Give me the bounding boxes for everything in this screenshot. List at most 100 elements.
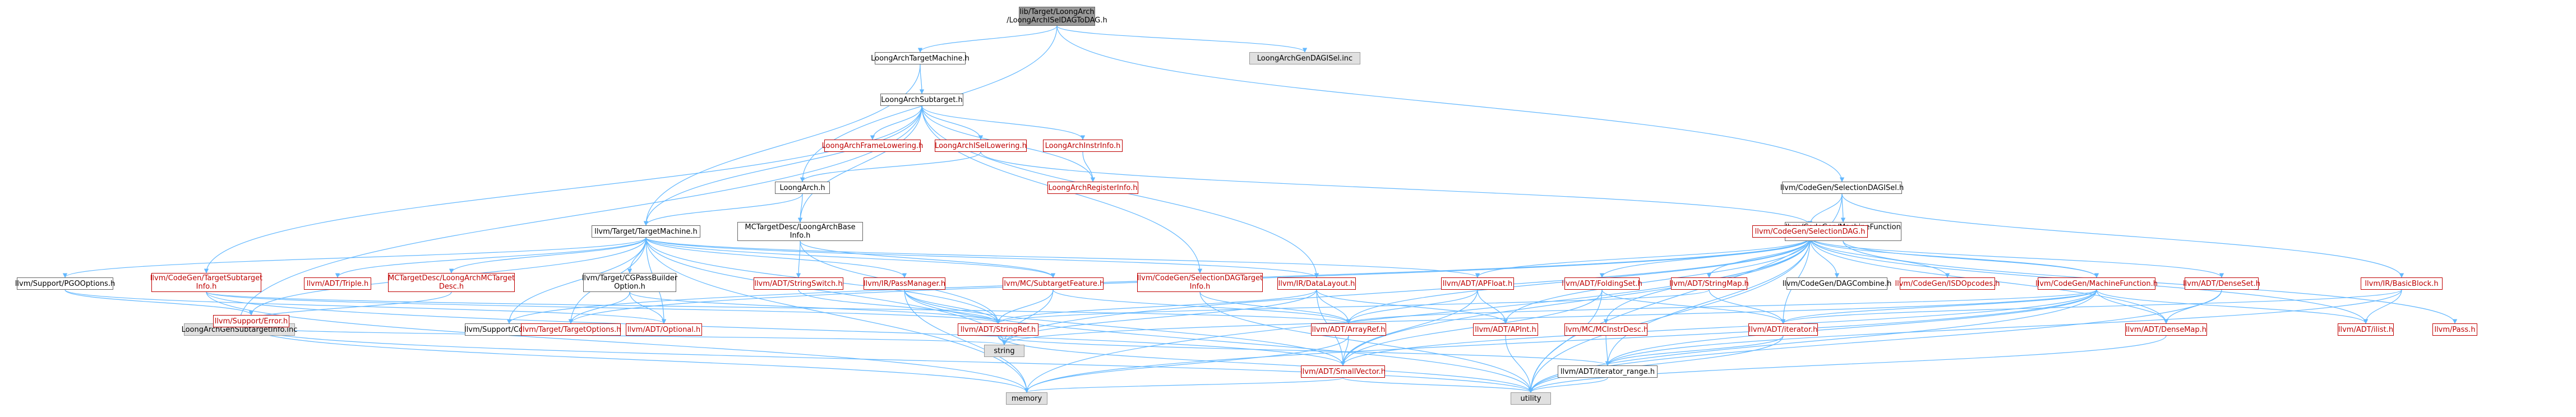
edge-fset-to-iter xyxy=(1601,289,1786,324)
graph-node-pm[interactable]: llvm/IR/PassManager.h xyxy=(864,277,945,290)
graph-node-sdti[interactable]: llvm/CodeGen/SelectionDAGTarget Info.h xyxy=(1137,273,1263,292)
edge-apfloat-to-aref xyxy=(1346,289,1478,324)
graph-node-pgo[interactable]: llvm/Support/PGOOptions.h xyxy=(15,277,115,290)
edge-tm-to-triple xyxy=(335,237,647,278)
edge-sdag-to-apfloat xyxy=(1475,237,1811,278)
edge-mf-to-dmap xyxy=(2096,289,2169,324)
graph-node-lgdisel[interactable]: LoongArchGenDAGISel.inc xyxy=(1249,52,1360,64)
graph-node-itrange[interactable]: llvm/ADT/iterator_range.h xyxy=(1558,365,1658,378)
graph-node-mcsf[interactable]: llvm/MC/SubtargetFeature.h xyxy=(1002,277,1104,290)
edge-sdag-to-fset xyxy=(1599,237,1811,278)
edge-tm-to-pgo xyxy=(63,237,647,278)
graph-node-tm[interactable]: llvm/Target/TargetMachine.h xyxy=(592,225,700,238)
graph-node-string[interactable]: string xyxy=(984,345,1024,357)
graph-node-dmap[interactable]: llvm/ADT/DenseMap.h xyxy=(2125,323,2207,336)
graph-node-lreg[interactable]: LoongArchRegisterInfo.h xyxy=(1047,182,1138,194)
graph-node-dl[interactable]: llvm/IR/DataLayout.h xyxy=(1277,277,1356,290)
edge-lst-to-lgsti xyxy=(237,105,922,324)
graph-node-lfl[interactable]: LoongArchFrameLowering.h xyxy=(822,140,923,152)
graph-node-cgpass[interactable]: llvm/Target/CGPassBuilder Option.h xyxy=(581,273,678,292)
edge-strref-to-itrange xyxy=(998,335,1610,366)
edge-err-to-string xyxy=(251,327,1007,345)
edge-sdag-to-mf xyxy=(1809,237,2099,278)
graph-node-strref[interactable]: llvm/ADT/StringRef.h xyxy=(958,323,1038,336)
graph-node-ilist[interactable]: llvm/ADT/ilist.h xyxy=(2338,323,2394,336)
edge-mcinst-to-itrange xyxy=(1605,335,1610,366)
edge-liseL-to-la xyxy=(800,151,981,182)
graph-node-tsi[interactable]: llvm/CodeGen/TargetSubtarget Info.h xyxy=(150,273,263,292)
graph-node-iter[interactable]: llvm/ADT/iterator.h xyxy=(1748,323,1818,336)
edge-lst-to-mcbase xyxy=(797,105,922,223)
edge-aref-to-memory xyxy=(1024,335,1349,393)
graph-node-liseL[interactable]: LoongArchISelLowering.h xyxy=(935,140,1027,152)
edge-err-to-utility xyxy=(251,327,1533,393)
edge-bb-to-itrange xyxy=(1605,289,2402,366)
graph-node-tgtopt[interactable]: llvm/Target/TargetOptions.h xyxy=(520,323,621,336)
edge-mf-to-iter xyxy=(1780,289,2097,324)
edge-tsi-to-svec xyxy=(206,291,1345,366)
edge-dmap-to-utility xyxy=(1528,335,2167,393)
graph-node-sdisel[interactable]: llvm/CodeGen/SelectionDAGISel.h xyxy=(1780,182,1904,194)
edge-smap-to-strref xyxy=(996,289,1710,324)
graph-node-bb[interactable]: llvm/IR/BasicBlock.h xyxy=(2361,277,2443,290)
graph-node-aref[interactable]: llvm/ADT/ArrayRef.h xyxy=(1311,323,1386,336)
edge-mf-to-string xyxy=(1002,289,2097,345)
edge-mcsf-to-aref xyxy=(1052,289,1351,324)
graph-node-mf[interactable]: llvm/CodeGen/MachineFunction.h xyxy=(2035,277,2158,290)
edge-err-to-memory xyxy=(251,327,1030,393)
graph-node-root: lib/Target/LoongArch /LoongArchISelDAGTo… xyxy=(1007,7,1107,26)
edge-mf-to-itrange xyxy=(1605,289,2097,366)
graph-node-pass[interactable]: llvm/Pass.h xyxy=(2432,323,2477,336)
graph-node-strsw[interactable]: llvm/ADT/StringSwitch.h xyxy=(754,277,843,290)
graph-node-dagc[interactable]: llvm/CodeGen/DAGCombine.h xyxy=(1783,277,1891,290)
graph-node-apfloat[interactable]: llvm/ADT/APFloat.h xyxy=(1441,277,1514,290)
graph-node-mcinst[interactable]: llvm/MC/MCInstrDesc.h xyxy=(1564,323,1648,336)
edge-sdag-to-dset xyxy=(1809,237,2224,278)
edge-mcsf-to-string xyxy=(1001,289,1054,345)
edge-pm-to-memory xyxy=(904,289,1030,393)
edge-pm-to-utility xyxy=(904,289,1534,393)
edge-tsi-to-strref xyxy=(206,291,1000,324)
edge-strref-to-utility xyxy=(998,335,1534,393)
graph-node-sdag[interactable]: llvm/CodeGen/SelectionDAG.h xyxy=(1752,225,1868,238)
edge-pgo-to-err xyxy=(64,289,254,316)
edge-mf-to-aref xyxy=(1346,289,2097,324)
graph-node-ltm[interactable]: LoongArchTargetMachine.h xyxy=(871,52,970,64)
edge-liseL-to-sdag xyxy=(980,151,1813,226)
graph-node-memory[interactable]: memory xyxy=(1006,392,1047,405)
edge-sdisel-to-bb xyxy=(1841,193,2404,278)
edge-sdag-to-itrange xyxy=(1605,237,1811,366)
edge-sdag-to-utility xyxy=(1528,237,1811,393)
edge-sdisel-to-mfp xyxy=(1840,193,1846,223)
edge-tm-to-mcsf xyxy=(645,237,1056,278)
graph-node-dset[interactable]: llvm/ADT/DenseSet.h xyxy=(2183,277,2260,290)
edge-sdag-to-dagc xyxy=(1809,237,1840,278)
edge-cgpass-to-strref xyxy=(629,291,1001,324)
edge-cgpass-to-tgtopt xyxy=(568,291,630,324)
edge-tm-to-apfloat xyxy=(645,237,1480,278)
graph-node-utility[interactable]: utility xyxy=(1511,392,1551,405)
edge-itrange-to-utility xyxy=(1528,377,1608,393)
graph-node-la[interactable]: LoongArch.h xyxy=(775,182,830,194)
graph-node-isdop[interactable]: llvm/CodeGen/ISDOpcodes.h xyxy=(1895,277,2000,290)
graph-node-mctd[interactable]: MCTargetDesc/LoongArchMCTarget Desc.h xyxy=(387,273,515,292)
edge-tm-to-cg xyxy=(506,237,647,324)
edge-dl-to-strref xyxy=(995,289,1317,324)
edge-root-to-lgdisel xyxy=(1056,25,1308,53)
graph-node-svec[interactable]: llvm/ADT/SmallVector.h xyxy=(1300,365,1386,378)
graph-node-fset[interactable]: llvm/ADT/FoldingSet.h xyxy=(1562,277,1642,290)
edge-mf-to-svec xyxy=(1340,289,2097,366)
edge-bb-to-ilist xyxy=(2363,289,2402,324)
graph-node-smap[interactable]: llvm/ADT/StringMap.h xyxy=(1669,277,1749,290)
edge-sdag-to-isdop xyxy=(1809,237,1950,278)
graph-node-apint[interactable]: llvm/ADT/APInt.h xyxy=(1473,323,1538,336)
edge-lst-to-liseL xyxy=(921,105,984,140)
graph-node-mcbase[interactable]: MCTargetDesc/LoongArchBase Info.h xyxy=(737,222,863,241)
graph-node-opt[interactable]: llvm/ADT/Optional.h xyxy=(626,323,702,336)
graph-node-linfo[interactable]: LoongArchInstrInfo.h xyxy=(1043,140,1123,152)
edge-ltm-to-lst xyxy=(919,64,925,94)
graph-node-triple[interactable]: llvm/ADT/Triple.h xyxy=(304,277,371,290)
graph-node-lst[interactable]: LoongArchSubtarget.h xyxy=(880,94,963,106)
graph-node-err[interactable]: llvm/Support/Error.h xyxy=(213,315,289,327)
edge-root-to-sdisel xyxy=(1056,25,1845,182)
